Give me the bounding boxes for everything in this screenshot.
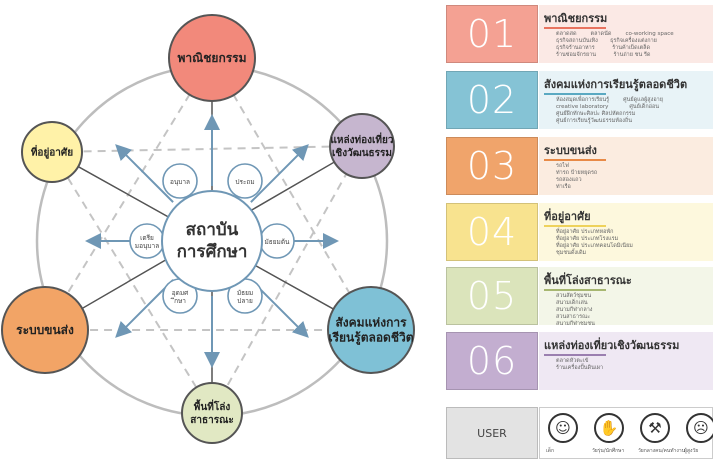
user-type-label: เด็ก <box>546 448 554 454</box>
outer-node-label: เชิงวัฒนธรรม <box>332 147 392 159</box>
category-underline <box>544 354 606 356</box>
category-body: พื้นที่โล่งสาธารณะสวนสัตว์ชุมชน สนามเด็ก… <box>539 267 713 325</box>
category-items: รถไฟ ท่ารถ ป้ายหยุดรถ รถสองแถว ท่าเรือ <box>556 163 598 190</box>
outer-node-learning: สังคมแห่งการเรียนรู้ตลอดชีวิต <box>327 286 415 374</box>
category-body: พาณิชยกรรมตลาดสด ตลาดนัด co-working spac… <box>539 5 713 63</box>
category-number: 02 <box>446 71 538 129</box>
user-row: USER ☺ เด็ก ✋ วัยรุ่น/นักศึกษา ⚒ วัยกลางคน/คน… <box>446 405 713 460</box>
outer-node-transport: ระบบขนส่ง <box>1 286 89 374</box>
outer-node-label: ที่อยู่อาศัย <box>31 144 73 159</box>
outer-node-commerce: พาณิชยกรรม <box>168 14 256 102</box>
center-label-line2: การศึกษา <box>177 242 248 262</box>
center-node: สถาบัน การศึกษา <box>161 190 263 292</box>
center-label-line1: สถาบัน <box>186 220 239 240</box>
user-type-label: วัยรุ่น/นักศึกษา <box>592 448 625 454</box>
arrow-1 <box>250 144 309 203</box>
user-icons: ☺ เด็ก ✋ วัยรุ่น/นักศึกษา ⚒ วัยกลางคน/คนทำงาน… <box>539 407 713 459</box>
category-body: ระบบขนส่งรถไฟ ท่ารถ ป้ายหยุดรถ รถสองแถว … <box>539 137 713 195</box>
teen-icon: ✋ <box>594 413 624 443</box>
category-title: พื้นที่โล่งสาธารณะ <box>544 274 632 287</box>
category-underline <box>544 159 606 161</box>
category-underline <box>544 289 606 291</box>
baby-icon: ☺ <box>548 413 578 443</box>
category-number: 01 <box>446 5 538 63</box>
category-title: แหล่งท่องเที่ยวเชิงวัฒนธรรม <box>544 339 680 352</box>
worker-icon: ⚒ <box>640 413 670 443</box>
svg-text:ึกษา: ึกษา <box>170 297 186 305</box>
category-items: ห้องสมุดเพื่อการเรียนรู้ ศูนย์ดูแลผู้สูง… <box>556 97 663 124</box>
outer-node-label: พาณิชยกรรม <box>177 51 246 65</box>
outer-node-label: แหล่งท่องเที่ยว <box>330 132 393 146</box>
outer-node-tourism: แหล่งท่องเที่ยวเชิงวัฒนธรรม <box>329 113 395 179</box>
inner-node-label: เตรีย <box>140 234 154 242</box>
inner-node-label: ประถม <box>235 178 254 186</box>
category-number: 06 <box>446 332 538 390</box>
user-label: USER <box>446 407 538 459</box>
outer-node-label: เรียนรู้ตลอดชีวิต <box>328 331 413 346</box>
category-items: ที่อยู่อาศัย ประเภทหอพัก ที่อยู่อาศัย ปร… <box>556 229 633 256</box>
inner-node-1: ประถม <box>227 163 263 199</box>
category-underline <box>544 27 606 29</box>
outer-node-label: สังคมแห่งการ <box>335 316 407 330</box>
category-body: สังคมแห่งการเรียนรู้ตลอดชีวิตห้องสมุดเพื… <box>539 71 713 129</box>
inner-node-label: อุดมศ <box>172 289 189 297</box>
category-number: 03 <box>446 137 538 195</box>
inner-node-label: อนุบาล <box>170 178 190 186</box>
category-title: ที่อยู่อาศัย <box>544 210 591 223</box>
elder-icon: ☹ <box>686 413 713 443</box>
inner-node-2: มัธยมต้น <box>259 223 295 259</box>
inner-node-label: มัธยมต้น <box>264 238 290 246</box>
inner-node-label: มัธยม <box>237 289 253 297</box>
svg-text:ปลาย: ปลาย <box>237 297 253 305</box>
category-body: แหล่งท่องเที่ยวเชิงวัฒนธรรมตลาดหัวตะเข้ … <box>539 332 713 390</box>
category-items: ตลาดสด ตลาดนัด co-working space ธุรกิจสถ… <box>556 31 674 58</box>
outer-node-label: สาธารณะ <box>190 415 233 426</box>
category-title: สังคมแห่งการเรียนรู้ตลอดชีวิต <box>544 78 688 91</box>
category-items: สวนสัตว์ชุมชน สนามเด็กเล่น สนามกีฬากลาง … <box>556 293 595 325</box>
outer-nodes-group: พาณิชยกรรมแหล่งท่องเที่ยวเชิงวัฒนธรรมสัง… <box>1 14 415 444</box>
outer-node-public: พื้นที่โล่งสาธารณะ <box>181 382 243 444</box>
category-title: ระบบขนส่ง <box>544 144 597 157</box>
category-number: 05 <box>446 267 538 325</box>
outer-node-label: ระบบขนส่ง <box>16 323 74 337</box>
user-type-label: วัยกลางคน/คนทำงาน <box>638 448 686 454</box>
category-underline <box>544 225 606 227</box>
user-type-label: ผู้สูงวัย <box>684 448 699 454</box>
inner-node-0: อนุบาล <box>162 163 198 199</box>
outer-node-label: พื้นที่โล่ง <box>194 399 231 413</box>
outer-node-residence: ที่อยู่อาศัย <box>21 121 83 183</box>
category-number: 04 <box>446 203 538 261</box>
category-title: พาณิชยกรรม <box>544 12 608 25</box>
category-underline <box>544 93 606 95</box>
category-items: ตลาดหัวตะเข้ ร้านเครื่องปั้นดินเผา <box>556 358 604 371</box>
category-body: ที่อยู่อาศัยที่อยู่อาศัย ประเภทหอพัก ที่… <box>539 203 713 261</box>
svg-text:มอนุบาล: มอนุบาล <box>135 242 159 250</box>
arrow-7 <box>115 144 174 203</box>
